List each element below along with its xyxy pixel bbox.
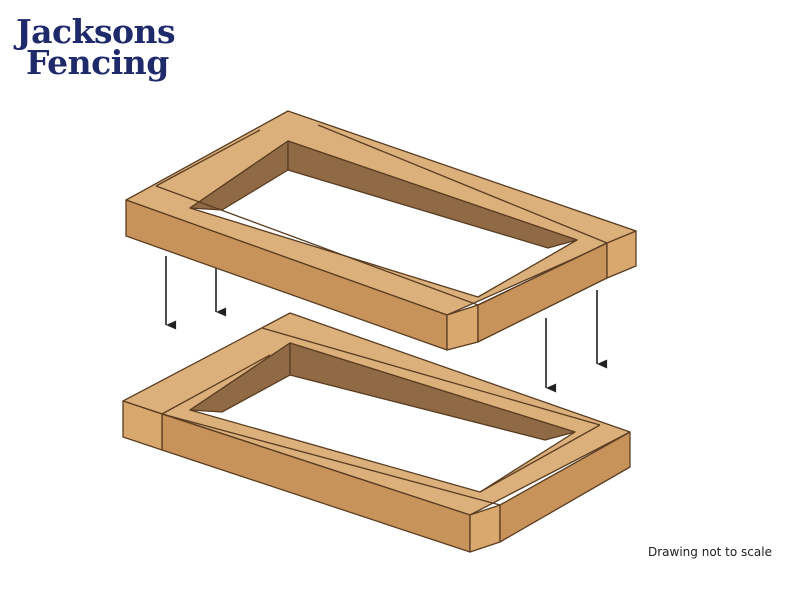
lower-frame-seam-right: [479, 424, 601, 493]
jacksons-fencing-logo: Jacksons Fencing: [16, 12, 176, 82]
lower-frame-inner-shadow-back: [289, 342, 576, 441]
upper-frame-back-board-end: [606, 230, 637, 279]
lower-frame-seam-front: [161, 413, 501, 506]
lower-frame-left-end: [122, 400, 163, 451]
scale-disclaimer: Drawing not to scale: [648, 545, 772, 559]
upper-frame-seam-back: [317, 124, 608, 244]
lower-frame-seam-left: [161, 354, 271, 415]
lower-frame-right-side: [499, 431, 631, 543]
upper-frame: [125, 110, 637, 351]
upper-frame-inner-shadow-back: [287, 140, 578, 249]
upper-frame-seam-left: [155, 129, 261, 187]
upper-frame-seam-right: [477, 242, 608, 306]
logo-line-2: Fencing: [26, 43, 169, 82]
upper-frame-seam-front: [155, 185, 479, 306]
lower-frame: [122, 312, 631, 553]
placement-arrows: [165, 256, 608, 393]
logo-line-1: Jacksons: [16, 12, 176, 51]
lower-frame-seam-back: [261, 327, 601, 426]
